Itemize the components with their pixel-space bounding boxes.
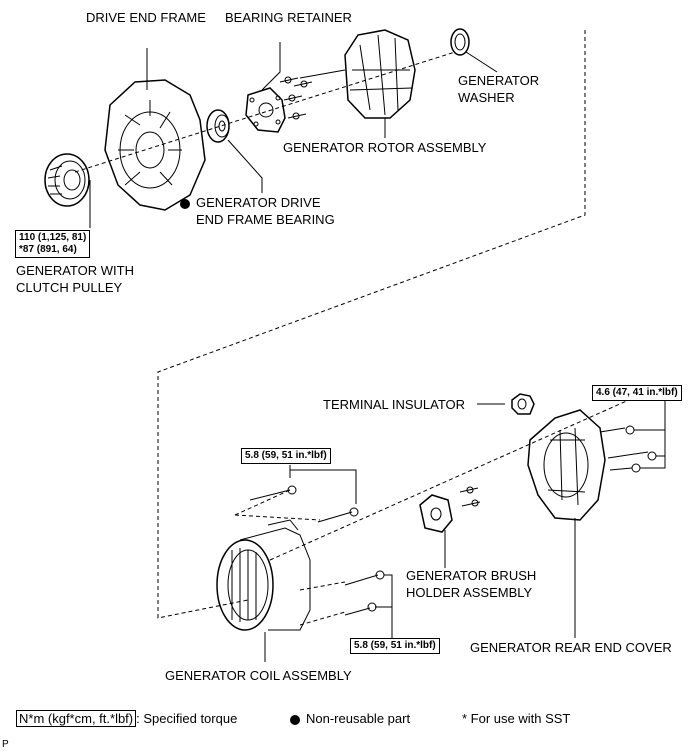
coil-upper-torque-text: 5.8 (59, 51 in.*lbf) [245,450,327,461]
clutch-pulley-part [44,153,90,207]
coil-lower-torque-box: 5.8 (59, 51 in.*lbf) [350,638,440,654]
non-reusable-icon [180,198,190,209]
drive-end-bearing-label-1: GENERATOR DRIVE [180,195,320,211]
cover-torque-text: 4.6 (47, 41 in.*lbf) [596,387,678,398]
pulley-torque-line-2: *87 (891, 64) [19,244,77,255]
rear-end-cover-label: GENERATOR REAR END COVER [470,640,672,655]
pulley-torque-line-1: 110 (1,125, 81) [19,232,87,243]
dashed-axis-lower [269,394,641,561]
pulley-torque-box: 110 (1,125, 81) *87 (891, 64) [15,230,91,258]
coil-lower-torque-text: 5.8 (59, 51 in.*lbf) [354,640,436,651]
legend-torque-unit: N*m (kgf*cm, ft.*lbf) [16,710,137,727]
drive-end-bearing-part [206,109,263,193]
retainer-screws-part [279,76,313,120]
brush-holder-label-2: HOLDER ASSEMBLY [406,585,533,600]
brush-holder-label-1: GENERATOR BRUSH [406,568,537,583]
brush-holder-part [419,486,481,568]
clutch-pulley-label-2: CLUTCH PULLEY [16,280,123,295]
coil-upper-torque-box: 5.8 (59, 51 in.*lbf) [241,448,331,464]
terminal-insulator-label: TERMINAL INSULATOR [323,397,466,412]
coil-assembly-label: GENERATOR COIL ASSEMBLY [165,668,352,683]
clutch-pulley-label-1: GENERATOR WITH [16,263,134,278]
dashed-axis-upper [74,51,456,173]
drive-end-frame-label: DRIVE END FRAME [86,10,206,25]
generator-washer-label-2: WASHER [458,90,515,105]
rotor-assembly-label: GENERATOR ROTOR ASSEMBLY [283,140,487,155]
non-reusable-legend-icon [290,714,300,725]
legend-torque-text: : Specified torque [136,711,238,726]
coil-assembly-part [216,519,311,662]
terminal-insulator-part [477,393,535,415]
drive-end-frame-part [104,48,206,211]
dashed-axis-bolts [234,489,346,626]
legend-torque: N*m (kgf*cm, ft.*lbf): Specified torque [16,710,238,727]
legend-non-reusable: Non-reusable part [290,711,410,726]
corner-mark: P [2,739,9,750]
legend-non-reusable-text: Non-reusable part [306,711,411,726]
cover-torque-box: 4.6 (47, 41 in.*lbf) [592,385,682,401]
bearing-retainer-label: BEARING RETAINER [225,10,352,25]
drive-end-bearing-label-2: END FRAME BEARING [196,212,335,227]
rear-end-cover-part [527,409,606,638]
generator-washer-label-1: GENERATOR [458,73,540,88]
coil-bolts-part [249,465,393,640]
cover-nuts-part [599,399,666,473]
rotor-assembly-part [299,29,416,138]
dashed-frame-upper [157,30,586,619]
legend-sst: * For use with SST [462,711,571,726]
bearing-retainer-part [245,42,286,133]
generator-washer-part [450,28,498,73]
